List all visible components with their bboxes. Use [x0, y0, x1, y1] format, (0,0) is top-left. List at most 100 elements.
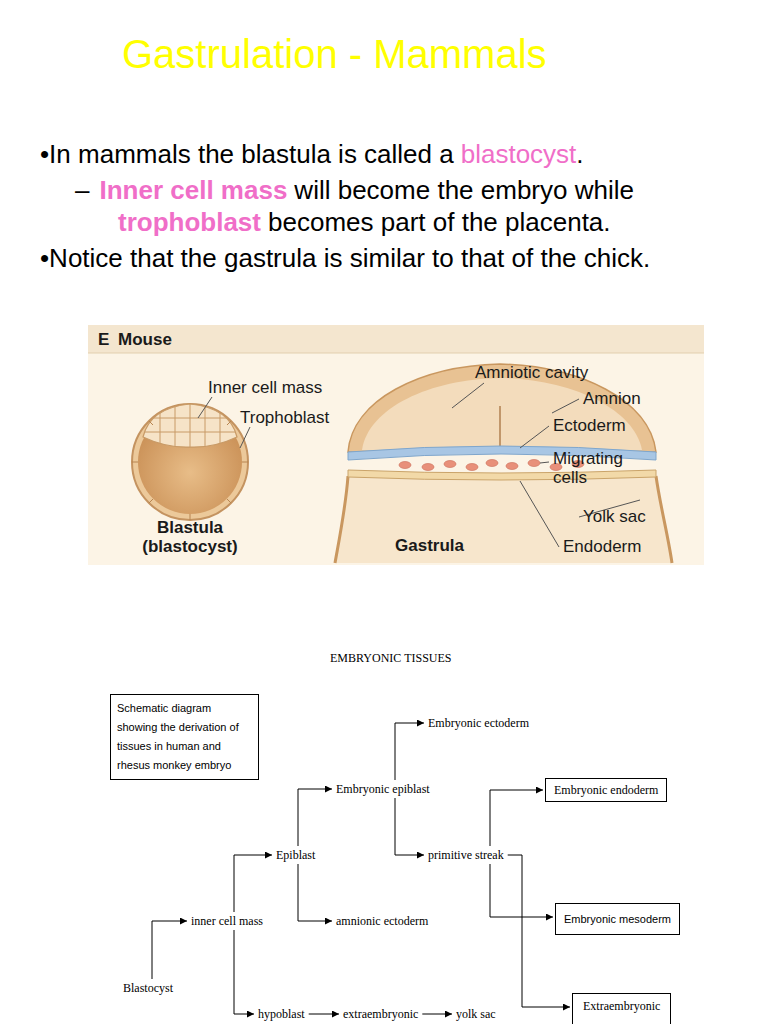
- part-label: Trophoblast: [240, 408, 329, 427]
- tissue-label: primitive streak: [426, 847, 506, 863]
- node-text: Extraembryonic: [583, 999, 660, 1013]
- part-label-box: Migrating cells: [553, 449, 643, 487]
- figure-shape: [422, 464, 434, 471]
- figure-shape: [240, 427, 250, 448]
- figure-shape: [399, 462, 411, 469]
- panel-letter-box: E: [98, 330, 109, 349]
- figure-shape: [506, 463, 518, 470]
- chart-title: EMBRYONIC TISSUES: [330, 651, 451, 665]
- tissue-label: Embryonic epiblast: [334, 781, 432, 797]
- highlight-term: trophoblast: [118, 206, 261, 238]
- text-line: trophoblastbecomes part of the placenta.: [118, 206, 611, 238]
- tissue-label: Blastocyst: [121, 980, 175, 996]
- part-label: Migrating cells: [553, 449, 623, 487]
- node-text: primitive streak: [428, 848, 504, 862]
- node-text: Embryonic mesoderm: [564, 912, 671, 926]
- node-text: Schematic diagram showing the derivation…: [117, 699, 252, 775]
- tissue-label: extraembryonic: [341, 1006, 420, 1022]
- node-text: Blastocyst: [123, 981, 173, 995]
- part-label: Amniotic cavity: [475, 363, 588, 382]
- part-label: Ectoderm: [553, 416, 626, 435]
- derivation-arrow: [395, 723, 424, 780]
- figure-shape: [198, 397, 212, 418]
- figure-caption: Gastrula: [395, 536, 464, 555]
- tissue-box: Embryonic endoderm: [545, 778, 667, 802]
- slide-title: Gastrulation - Mammals: [122, 32, 547, 77]
- text-line: –Inner cell masswill become the embryo w…: [75, 174, 634, 206]
- part-label: Yolk sac: [583, 507, 646, 526]
- primitive-streak: [499, 406, 501, 448]
- figure-shape: [520, 426, 549, 448]
- derivation-arrow: [395, 798, 424, 855]
- node-text: inner cell mass: [191, 914, 263, 928]
- header-rule: [88, 353, 704, 354]
- figure-shape: [444, 461, 456, 468]
- tissue-box: Embryonic mesoderm: [555, 903, 680, 935]
- part-label-box: Endoderm: [563, 537, 641, 556]
- tissue-label: Epiblast: [274, 847, 317, 863]
- text-line: •In mammals the blastula is called ablas…: [40, 138, 584, 170]
- figure-shape: [486, 460, 498, 467]
- icm-cells: [140, 400, 240, 450]
- part-label-box: Ectoderm: [553, 416, 626, 435]
- figure-shape: [520, 481, 559, 547]
- node-text: yolk sac: [456, 1007, 496, 1021]
- node-text: hypoblast: [258, 1007, 305, 1021]
- yolk-sac-fill: [335, 476, 672, 563]
- tissue-label: hypoblast: [256, 1006, 307, 1022]
- part-label-box: Amniotic cavity: [475, 363, 588, 382]
- leader-lines: [198, 383, 640, 547]
- derivation-arrow: [298, 864, 332, 921]
- tissue-label: yolk sac: [454, 1006, 498, 1022]
- figure-shape: [540, 462, 549, 463]
- part-label: Amnion: [583, 389, 641, 408]
- highlight-term: blastocyst: [461, 138, 577, 170]
- part-label: Endoderm: [563, 537, 641, 556]
- figure-shape: [466, 464, 478, 471]
- amniotic-cavity: [362, 378, 642, 450]
- bullet-text-box: •Notice that the gastrula is similar to …: [40, 242, 730, 274]
- node-text: Epiblast: [276, 848, 315, 862]
- highlight-term: Inner cell mass: [99, 174, 287, 206]
- derivation-arrow: [298, 789, 332, 846]
- tissue-label: Embryonic ectoderm: [426, 715, 531, 731]
- figure-caption-box: Gastrula: [395, 536, 464, 555]
- amnion: [348, 364, 656, 452]
- figure-shape: [528, 460, 540, 467]
- node-text: extraembryonic: [343, 1007, 418, 1021]
- slide-text: .: [576, 138, 583, 170]
- tissue-label: inner cell mass: [189, 913, 265, 929]
- note-box: Schematic diagram showing the derivation…: [110, 694, 259, 780]
- tissue-label: amnionic ectoderm: [334, 913, 430, 929]
- tissue-box: Extraembryonic: [572, 993, 671, 1024]
- title-text: Gastrulation - Mammals: [122, 32, 547, 76]
- node-text: Embryonic epiblast: [336, 782, 430, 796]
- node-text: amnionic ectoderm: [336, 914, 428, 928]
- figure-shape: [552, 399, 579, 413]
- node-text: Embryonic ectoderm: [428, 716, 529, 730]
- slide-text: will become the embryo while: [294, 174, 634, 206]
- node-text: Embryonic endoderm: [554, 783, 658, 797]
- figure-shape: [452, 383, 484, 408]
- derivation-arrow: [309, 1014, 339, 1015]
- derivation-arrow: [152, 921, 187, 979]
- part-label-box: Trophoblast: [240, 408, 329, 427]
- part-label-box: Amnion: [583, 389, 641, 408]
- figure-header: [88, 325, 704, 353]
- slide-text: becomes part of the placenta.: [268, 206, 611, 238]
- part-label-box: Inner cell mass: [208, 378, 322, 397]
- chart-title-box: EMBRYONIC TISSUES: [330, 651, 451, 666]
- trophoblast-cells: [132, 421, 248, 520]
- derivation-arrow: [234, 855, 272, 912]
- part-label-box: Yolk sac: [583, 507, 646, 526]
- slide-text: •In mammals the blastula is called a: [40, 138, 454, 170]
- panel-heading: Mouse: [118, 330, 172, 349]
- figure-caption-box: Blastula (blastocyst): [125, 518, 255, 556]
- bullet-text: •Notice that the gastrula is similar to …: [40, 243, 650, 273]
- derivation-arrow: [490, 790, 543, 846]
- figure-caption: Blastula (blastocyst): [142, 518, 237, 556]
- slide-text: –: [75, 174, 89, 206]
- endoderm-layer: [348, 470, 656, 480]
- panel-letter: E: [98, 330, 109, 349]
